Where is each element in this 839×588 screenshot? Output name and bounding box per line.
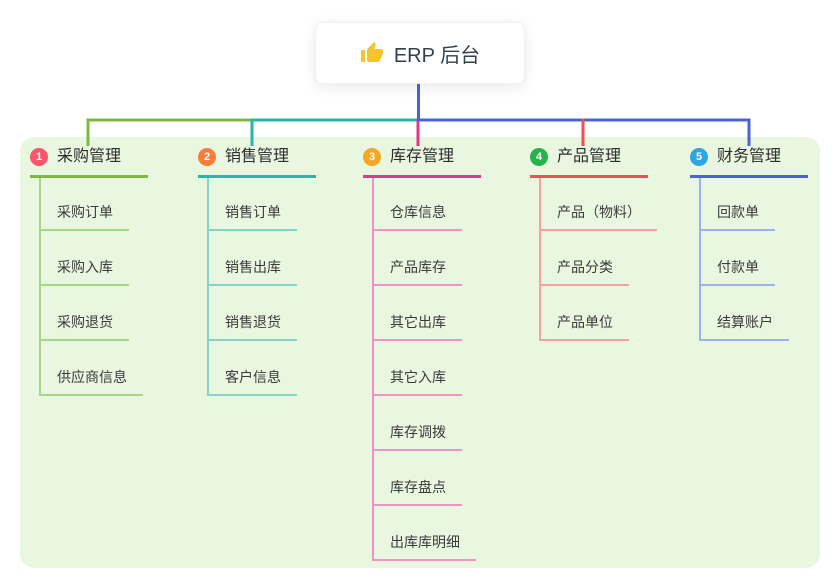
child-node[interactable]: 其它出库 [372,312,462,341]
branch-title: 产品管理 [557,148,622,165]
branch-number-badge: 4 [530,148,548,166]
branch-header-3[interactable]: 3 库存管理 [363,146,481,178]
branch-header-1[interactable]: 1 采购管理 [30,146,148,178]
child-node[interactable]: 销售出库 [207,257,297,286]
child-node[interactable]: 供应商信息 [39,367,143,396]
branch-header-4[interactable]: 4 产品管理 [530,146,648,178]
child-node[interactable]: 库存调拨 [372,422,462,451]
branch-child-connector [372,177,374,561]
child-node[interactable]: 出库库明细 [372,532,476,561]
branch-child-connector [539,177,541,341]
child-node[interactable]: 采购入库 [39,257,129,286]
branch-title: 库存管理 [390,148,455,165]
child-node[interactable]: 回款单 [699,202,775,231]
branch-number-badge: 1 [30,148,48,166]
branch-number-badge: 3 [363,148,381,166]
child-node[interactable]: 产品单位 [539,312,629,341]
child-node[interactable]: 销售订单 [207,202,297,231]
root-node-label: ERP 后台 [393,44,481,67]
child-node[interactable]: 客户信息 [207,367,297,396]
child-node[interactable]: 销售退货 [207,312,297,341]
child-node[interactable]: 产品（物料） [539,202,657,231]
child-node[interactable]: 库存盘点 [372,477,462,506]
branch-title: 财务管理 [717,148,782,165]
child-node[interactable]: 采购订单 [39,202,129,231]
branch-number-badge: 5 [690,148,708,166]
branch-child-connector [39,177,41,396]
branch-header-5[interactable]: 5 财务管理 [690,146,808,178]
thumbs-up-icon [360,41,384,65]
child-node[interactable]: 结算账户 [699,312,789,341]
branch-header-2[interactable]: 2 销售管理 [198,146,316,178]
child-node[interactable]: 付款单 [699,257,775,286]
branch-child-connector [699,177,701,341]
branch-child-connector [207,177,209,396]
child-node[interactable]: 仓库信息 [372,202,462,231]
branch-title: 采购管理 [57,148,122,165]
branches-background-panel [20,137,820,568]
branch-number-badge: 2 [198,148,216,166]
child-node[interactable]: 采购退货 [39,312,129,341]
child-node[interactable]: 产品库存 [372,257,462,286]
root-node[interactable]: ERP 后台 [315,22,525,84]
branch-title: 销售管理 [225,148,290,165]
child-node[interactable]: 其它入库 [372,367,462,396]
child-node[interactable]: 产品分类 [539,257,629,286]
